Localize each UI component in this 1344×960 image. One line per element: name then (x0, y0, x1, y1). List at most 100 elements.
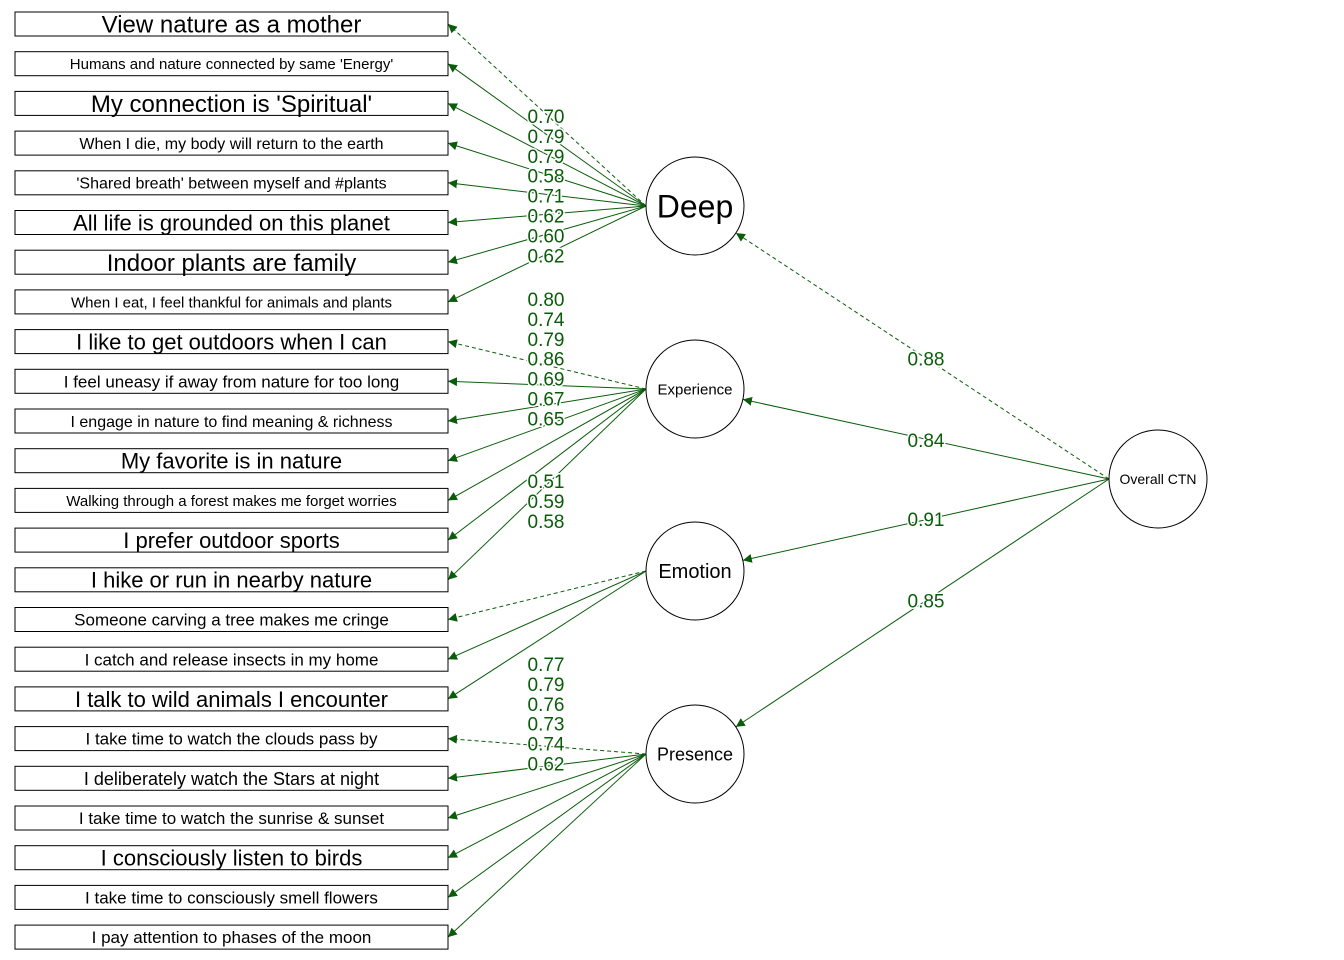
loading-edge-deep-6 (447, 205, 647, 227)
latent-node-presence (645, 704, 745, 804)
latent-node-overall (1108, 429, 1208, 529)
loading-label-experience-6: 0.67 (528, 390, 565, 411)
indicator-box-2 (14, 51, 449, 77)
indicator-box-17 (14, 646, 449, 672)
indicator-label-10: I feel uneasy if away from nature for to… (64, 372, 399, 391)
loading-label-emotion-3: 0.58 (528, 512, 565, 533)
loading-edge-experience-1 (447, 339, 647, 390)
loading-label-experience-5: 0.69 (528, 370, 565, 391)
structural-label-emotion: 0.91 (908, 510, 945, 531)
indicator-box-13 (14, 487, 449, 513)
indicator-label-3: My connection is 'Spiritual' (91, 91, 372, 118)
indicator-label-11: I engage in nature to find meaning & ric… (71, 414, 393, 431)
indicator-box-7 (14, 249, 449, 275)
loading-edge-presence-1 (447, 734, 647, 755)
latent-node-emotion (645, 521, 745, 621)
indicator-label-6: All life is grounded on this planet (73, 210, 390, 235)
indicator-box-16 (14, 607, 449, 632)
structural-label-deep: 0.88 (908, 349, 945, 370)
loading-edge-presence-3 (447, 753, 647, 820)
indicator-box-12 (14, 448, 449, 474)
structural-label-experience: 0.84 (908, 431, 945, 452)
loading-label-deep-8: 0.62 (528, 246, 565, 267)
indicator-box-23 (14, 884, 449, 910)
loading-edge-deep-1 (447, 23, 647, 207)
indicator-box-11 (14, 408, 449, 434)
loading-edge-presence-6 (447, 753, 647, 938)
loading-edge-experience-2 (447, 377, 647, 390)
indicator-box-9 (14, 329, 449, 355)
loading-edge-experience-6 (447, 388, 647, 541)
indicator-label-15: I hike or run in nearby nature (91, 568, 372, 593)
loading-label-deep-4: 0.58 (528, 167, 565, 188)
indicator-label-9: I like to get outdoors when I can (76, 330, 387, 355)
indicator-box-15 (14, 567, 449, 593)
loading-label-emotion-2: 0.59 (528, 492, 565, 513)
indicator-box-24 (14, 924, 449, 950)
indicator-label-16: Someone carving a tree makes me cringe (74, 611, 389, 630)
indicator-label-12: My favorite is in nature (121, 449, 342, 474)
loading-label-deep-3: 0.79 (528, 147, 565, 168)
loading-edge-deep-8 (447, 205, 647, 303)
loading-label-experience-1: 0.80 (528, 290, 565, 311)
loading-label-presence-5: 0.74 (528, 735, 565, 756)
loading-edge-experience-4 (447, 388, 647, 462)
structural-edge-experience (742, 396, 1110, 480)
loading-edge-deep-2 (447, 63, 647, 207)
structural-edge-presence (735, 478, 1110, 728)
loading-edge-deep-5 (447, 179, 647, 207)
latent-label-experience: Experience (657, 381, 732, 398)
loading-edge-deep-7 (447, 205, 647, 265)
indicator-label-13: Walking through a forest makes me forget… (66, 493, 396, 510)
structural-label-presence: 0.85 (908, 591, 945, 612)
indicator-box-5 (14, 170, 449, 196)
indicator-label-22: I consciously listen to birds (101, 846, 363, 871)
indicator-label-1: View nature as a mother (102, 12, 362, 39)
indicator-box-8 (14, 289, 449, 315)
indicator-box-20 (14, 765, 449, 791)
coefficient-labels: 0.700.790.790.580.710.620.600.620.800.74… (526, 106, 946, 778)
latent-label-deep: Deep (657, 189, 734, 225)
latent-label-presence: Presence (657, 744, 733, 764)
loading-label-experience-4: 0.86 (528, 350, 565, 371)
loading-label-presence-4: 0.73 (528, 715, 565, 736)
indicator-box-22 (14, 845, 449, 871)
indicator-box-21 (14, 805, 449, 831)
loading-edge-emotion-3 (447, 570, 647, 700)
loading-label-deep-5: 0.71 (528, 187, 565, 208)
loading-edge-emotion-2 (447, 570, 647, 660)
loading-label-presence-2: 0.79 (528, 675, 565, 696)
indicator-box-3 (14, 90, 449, 116)
indicator-label-14: I prefer outdoor sports (123, 528, 339, 553)
loading-edge-experience-5 (447, 388, 647, 501)
latent-node-experience (645, 339, 745, 439)
loading-edge-deep-3 (447, 102, 647, 207)
indicator-box-1 (14, 11, 449, 37)
indicator-box-4 (14, 130, 449, 156)
latent-label-overall: Overall CTN (1119, 471, 1196, 487)
loading-edge-presence-2 (447, 753, 647, 782)
indicator-box-14 (14, 527, 449, 553)
loading-label-emotion-1: 0.51 (528, 472, 565, 493)
loading-label-deep-6: 0.62 (528, 207, 565, 228)
loading-label-deep-2: 0.79 (528, 127, 565, 148)
loading-edge-presence-5 (447, 753, 647, 898)
loading-edge-experience-7 (447, 388, 647, 581)
indicator-box-18 (14, 686, 449, 712)
indicator-label-8: When I eat, I feel thankful for animals … (71, 294, 392, 311)
loading-edge-deep-4 (447, 141, 647, 207)
indicator-label-4: When I die, my body will return to the e… (79, 136, 383, 153)
path-edges (447, 23, 1110, 938)
loading-label-experience-7: 0.65 (528, 409, 565, 430)
indicator-box-6 (14, 210, 449, 235)
loading-label-presence-3: 0.76 (528, 695, 565, 716)
loading-edge-presence-4 (447, 753, 647, 859)
loading-label-deep-7: 0.60 (528, 226, 565, 247)
loading-label-presence-1: 0.77 (528, 655, 565, 676)
latent-node-deep (645, 156, 745, 256)
loading-edge-experience-3 (447, 388, 647, 425)
indicator-label-18: I talk to wild animals I encounter (75, 687, 388, 712)
